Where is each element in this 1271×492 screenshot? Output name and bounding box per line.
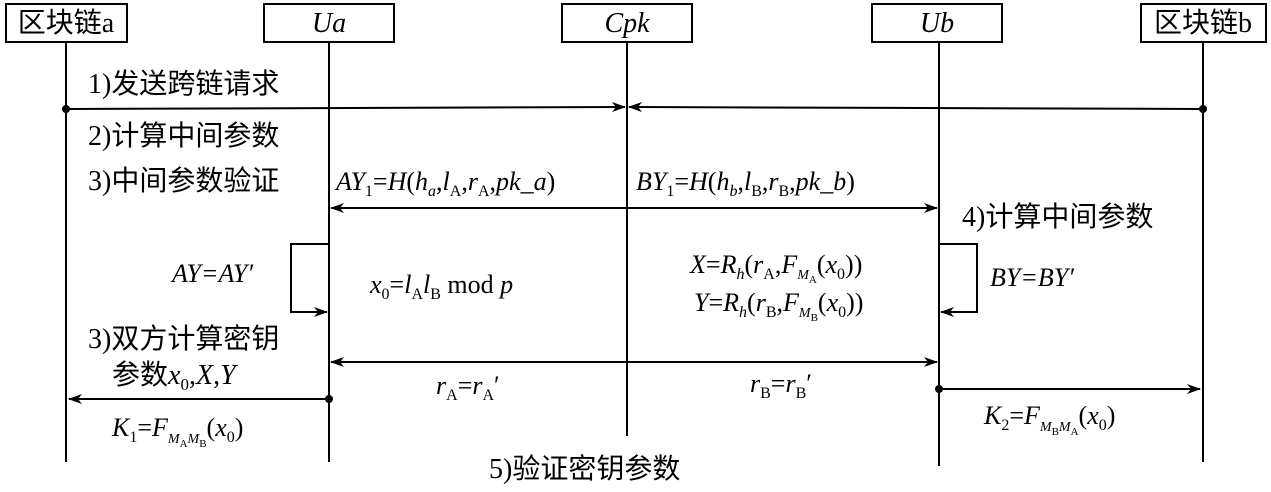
participant-cpk-label: Cpk <box>604 8 650 39</box>
step-compute-params-b-label: 4)计算中间参数 <box>962 201 1153 233</box>
participant-cpk: Cpk <box>561 3 693 43</box>
participant-ub: Ub <box>871 3 1003 43</box>
formula-k2: K2=FMBMA(x0) <box>983 401 1115 438</box>
step-compute-params-label: 2)计算中间参数 <box>88 120 279 152</box>
formula-Y: Y=Rh(rB,FMB(x0)) <box>694 288 863 324</box>
participant-chain-b: 区块链b <box>1140 3 1267 43</box>
formula-ra: rA=rA′ <box>436 371 500 404</box>
formula-by-check: BY=BY′ <box>990 263 1074 292</box>
step-both-compute-label: 3)双方计算密钥 <box>88 323 279 355</box>
arrow-chain-a-to-cpk <box>65 102 626 113</box>
participant-ub-label: Ub <box>920 8 954 39</box>
participant-ua-label: Ua <box>312 8 346 39</box>
self-loop-ua <box>290 243 329 317</box>
formula-by1: BY1=H(hb,lB,rB,pk_b) <box>636 167 855 200</box>
formula-ay1: AY1=H(ha,lA,rA,pk_a) <box>334 167 555 200</box>
self-loop-ub <box>939 243 978 317</box>
participant-chain-a-label: 区块链a <box>18 7 115 39</box>
formula-X: X=Rh(rA,FMA(x0)) <box>689 250 862 286</box>
participant-ua: Ua <box>263 3 395 43</box>
formula-rb: rB=rB′ <box>750 369 812 402</box>
step-send-request-label: 1)发送跨链请求 <box>88 68 279 100</box>
participant-chain-a: 区块链a <box>5 3 128 43</box>
participant-chain-b-label: 区块链b <box>1154 7 1252 39</box>
step-verify-key-label: 5)验证密钥参数 <box>489 453 680 485</box>
step-both-compute-params: 参数x0,X,Y <box>112 359 239 394</box>
formula-x0: x0=lAlB mod p <box>369 270 513 303</box>
formula-k1: K1=FMAMB(x0) <box>111 413 243 450</box>
arrow-chain-b-to-cpk <box>628 102 1204 113</box>
formula-ay-check: AY=AY′ <box>170 259 253 288</box>
step-verify-params-label: 3)中间参数验证 <box>88 165 279 197</box>
